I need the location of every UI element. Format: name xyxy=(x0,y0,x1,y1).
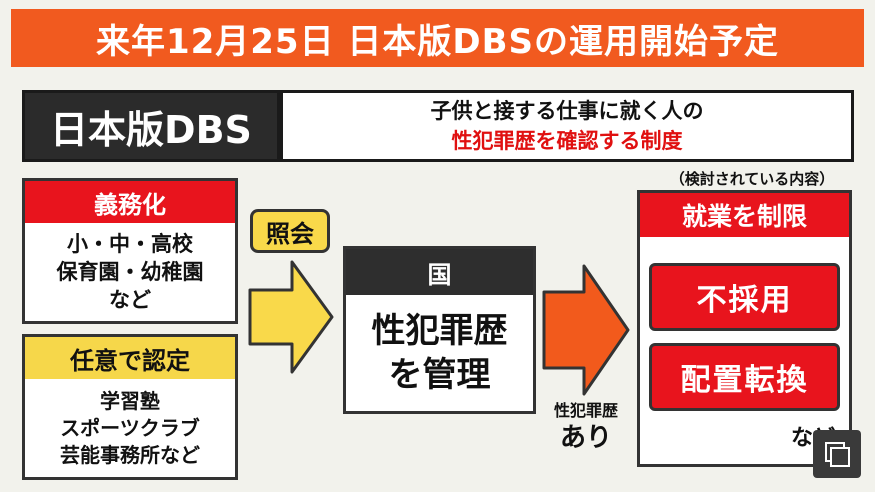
dbs-label-text: 日本版DBS xyxy=(50,107,252,152)
mandatory-item: 保育園・幼稚園 xyxy=(56,260,204,284)
record-line-2: あり xyxy=(559,423,612,453)
dbs-definition: 子供と接する仕事に就く人の 性犯罪歴を確認する制度 xyxy=(280,90,854,162)
definition-line-1: 子供と接する仕事に就く人の xyxy=(430,99,704,123)
mandatory-box: 義務化 小・中・高校 保育園・幼稚園 など xyxy=(22,178,238,324)
voluntary-item: 学習塾 xyxy=(100,388,160,413)
voluntary-item: 芸能事務所など xyxy=(60,442,200,467)
record-line-1: 性犯罪歴 xyxy=(553,401,618,420)
no-hire-box: 不採用 xyxy=(649,263,840,331)
dbs-label: 日本版DBS xyxy=(22,90,280,162)
country-line: を管理 xyxy=(388,355,491,395)
restriction-box: 就業を制限 不採用 配置転換 など xyxy=(637,190,852,467)
yellow-arrow-icon xyxy=(246,258,336,376)
orange-arrow-icon xyxy=(540,262,632,398)
reassign-label: 配置転換 xyxy=(680,363,809,398)
mandatory-list: 小・中・高校 保育園・幼稚園 など xyxy=(25,223,235,321)
restriction-heading: 就業を制限 xyxy=(640,193,849,237)
country-heading: 国 xyxy=(346,249,533,295)
record-label: 性犯罪歴 あり xyxy=(537,400,635,454)
voluntary-list: 学習塾 スポーツクラブ 芸能事務所など xyxy=(25,379,235,477)
inquiry-badge: 照会 xyxy=(250,209,330,253)
under-review-note: （検討されている内容） xyxy=(652,168,852,189)
country-body: 性犯罪歴 を管理 xyxy=(346,295,533,411)
no-hire-label: 不採用 xyxy=(696,283,793,318)
fullscreen-icon[interactable] xyxy=(813,430,861,478)
headline-text: 来年12月25日 日本版DBSの運用開始予定 xyxy=(95,21,780,62)
voluntary-item: スポーツクラブ xyxy=(60,415,200,440)
voluntary-box: 任意で認定 学習塾 スポーツクラブ 芸能事務所など xyxy=(22,334,238,480)
country-box: 国 性犯罪歴 を管理 xyxy=(343,246,536,414)
headline-banner: 来年12月25日 日本版DBSの運用開始予定 xyxy=(11,9,864,67)
inquiry-label: 照会 xyxy=(266,219,314,248)
country-line: 性犯罪歴 xyxy=(371,311,508,351)
mandatory-heading: 義務化 xyxy=(25,181,235,223)
mandatory-item: など xyxy=(109,288,151,312)
definition-line-2: 性犯罪歴を確認する制度 xyxy=(451,129,683,153)
under-review-text: （検討されている内容） xyxy=(669,170,835,188)
mandatory-item: 小・中・高校 xyxy=(67,232,193,256)
voluntary-heading: 任意で認定 xyxy=(25,337,235,379)
reassign-box: 配置転換 xyxy=(649,343,840,411)
